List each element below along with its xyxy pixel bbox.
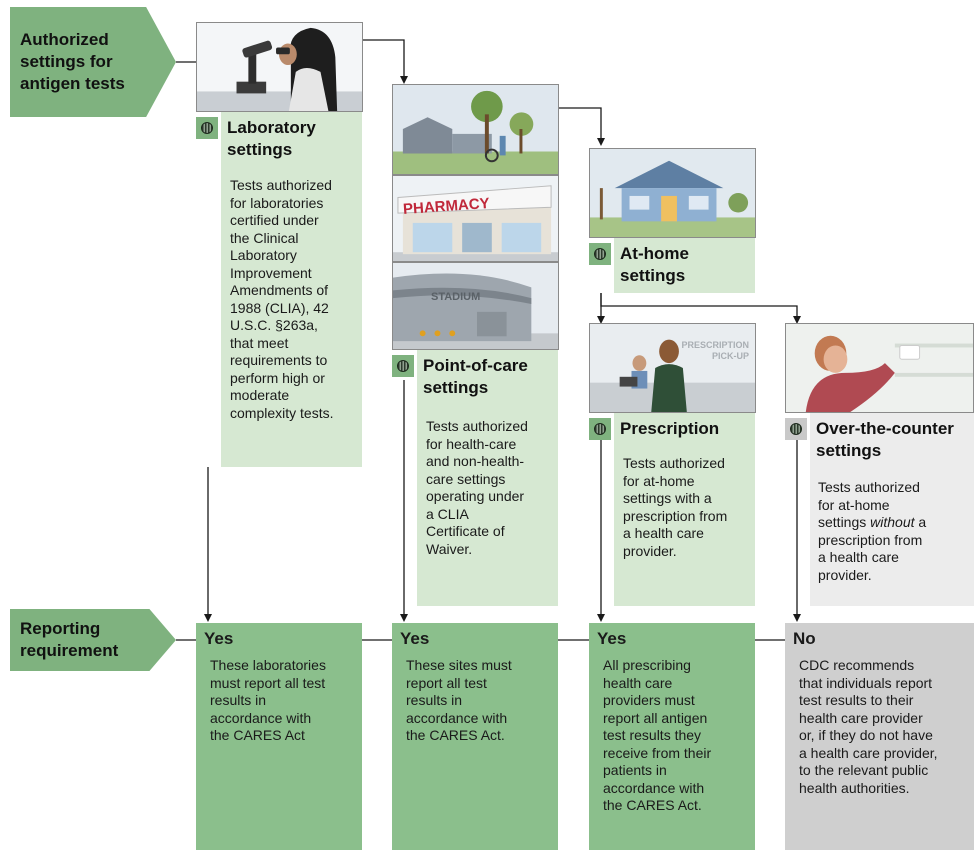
- reporting-text: All prescribing health care providers mu…: [603, 657, 712, 813]
- prescription-bullet-box: [589, 418, 611, 440]
- stadium-sign: STADIUM: [431, 291, 481, 303]
- point-of-care-panel: [417, 350, 558, 606]
- prescription-sign: PRESCRIPTION PICK-UP: [681, 340, 749, 361]
- otc-panel: [810, 413, 974, 606]
- otc-description: Tests authorized for at-home settings wi…: [818, 479, 926, 584]
- point-of-care-description: Tests authorized for health-care and non…: [426, 418, 528, 557]
- reporting-answer: No: [793, 629, 816, 648]
- globe-icon: [397, 360, 409, 372]
- prescription-panel: [614, 413, 755, 606]
- prescription-description: Tests authorized for at-home settings wi…: [623, 455, 728, 559]
- otc-bullet-box: [785, 418, 807, 440]
- at-home-panel: [614, 238, 755, 293]
- otc-description-emphasis: without: [870, 514, 915, 530]
- reporting-answer: Yes: [597, 629, 627, 648]
- point-of-care-title: Point-of-care settings: [423, 356, 528, 397]
- reporting-requirement-label: Reporting requirement: [10, 609, 176, 671]
- laboratory-bullet-box: [196, 117, 218, 139]
- pharmacy-illustration: PHARMACY: [392, 175, 559, 262]
- community-illustration: [392, 84, 559, 175]
- globe-icon: [790, 423, 802, 435]
- otc-description-pre: Tests authorized for at-home settings: [818, 479, 920, 530]
- laboratory-illustration: [196, 22, 363, 112]
- reporting-text: CDC recommends that individuals report t…: [799, 657, 938, 796]
- laboratory-panel: [221, 112, 362, 467]
- globe-icon: [201, 122, 213, 134]
- laboratory-title: Laboratory settings: [227, 118, 316, 159]
- otc-title: Over-the-counter settings: [816, 419, 954, 460]
- reporting-requirement-text: Reporting requirement: [20, 619, 119, 660]
- at-home-bullet-box: [589, 243, 611, 265]
- reporting-text: These laboratories must report all test …: [210, 657, 326, 743]
- reporting-prescription: Yes All prescribing health care provider…: [589, 623, 755, 850]
- point-of-care-bullet-box: [392, 355, 414, 377]
- authorized-settings-label: Authorized settings for antigen tests: [10, 7, 176, 117]
- laboratory-description: Tests authorized for laboratories certif…: [230, 177, 334, 421]
- prescription-title: Prescription: [620, 419, 720, 438]
- reporting-point-of-care: Yes These sites must report all test res…: [392, 623, 558, 850]
- reporting-answer: Yes: [400, 629, 430, 648]
- reporting-text: These sites must report all test results…: [406, 657, 512, 743]
- reporting-answer: Yes: [204, 629, 234, 648]
- reporting-laboratory: Yes These laboratories must report all t…: [196, 623, 362, 850]
- stadium-illustration: STADIUM: [392, 262, 559, 350]
- reporting-otc: No CDC recommends that individuals repor…: [785, 623, 974, 850]
- authorized-settings-text: Authorized settings for antigen tests: [20, 30, 125, 93]
- globe-icon: [594, 423, 606, 435]
- home-illustration: [589, 148, 756, 238]
- at-home-title: At-home settings: [620, 244, 689, 285]
- otc-description-post: a prescription from a health care provid…: [818, 514, 927, 583]
- otc-illustration: [785, 323, 974, 413]
- globe-icon: [594, 248, 606, 260]
- prescription-illustration: PRESCRIPTION PICK-UP: [589, 323, 756, 413]
